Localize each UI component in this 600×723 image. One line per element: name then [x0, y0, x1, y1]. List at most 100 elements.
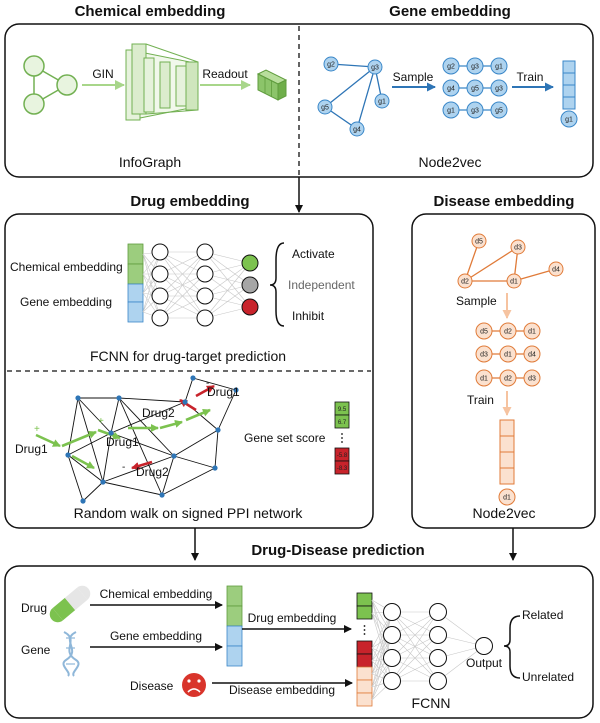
ppi-edge — [67, 454, 104, 483]
ppi-edge — [192, 377, 237, 391]
walk-step-arrow — [131, 460, 153, 470]
svg-text:g1: g1 — [447, 108, 455, 115]
ppi-edge — [82, 481, 104, 502]
svg-text:d1: d1 — [510, 279, 518, 286]
fcnn-neuron — [151, 265, 169, 283]
fcnn-neuron — [429, 672, 447, 690]
disease-embedding-title: Disease embedding — [434, 193, 575, 210]
fcnn-neuron — [383, 649, 401, 667]
gene-set-score-label: Gene set score — [244, 431, 326, 445]
drug-embedding-arrow-label: Drug embedding — [248, 611, 337, 625]
ppi-edge — [67, 432, 112, 456]
readout-label: Readout — [202, 67, 248, 81]
svg-text:6.7: 6.7 — [338, 420, 347, 426]
gene-vector: g1 — [560, 60, 578, 128]
signed-ppi-network: ++-- — [34, 375, 239, 504]
walk-step-arrow — [185, 408, 211, 422]
drug-input-label: Drug — [21, 601, 47, 615]
ppi-node — [182, 399, 188, 405]
svg-text:g4: g4 — [353, 127, 361, 134]
ppi-edge — [77, 397, 112, 434]
ppi-node — [116, 395, 122, 401]
ppi-edge — [173, 455, 216, 469]
disease-walks: d5 d2 d1 d3 d1 d4 d1 d2 d3 — [475, 322, 541, 387]
walk-step-arrow — [159, 419, 183, 430]
chemical-embedding-title: Chemical embedding — [75, 3, 226, 20]
disease-panel-frame — [411, 213, 596, 529]
result-brace — [503, 615, 521, 679]
walk-step-arrow — [61, 430, 97, 448]
svg-text:g3: g3 — [371, 65, 379, 72]
combined-input-vector — [356, 592, 373, 707]
gene-embedding-title: Gene embedding — [389, 3, 511, 20]
svg-text:g1: g1 — [495, 64, 503, 71]
svg-text:g2: g2 — [327, 62, 335, 69]
random-walk-caption: Random walk on signed PPI network — [74, 505, 304, 521]
fcnn-drug-target-caption: FCNN for drug-target prediction — [90, 348, 286, 364]
ppi-edge — [110, 432, 175, 457]
gin-network-icon — [125, 43, 199, 121]
ppi-edge — [67, 397, 79, 456]
fcnn-caption: FCNN — [412, 695, 451, 711]
svg-text:d4: d4 — [528, 352, 536, 359]
disease-graph-nodes: d5 d3 d2 d1 d4 — [457, 233, 564, 289]
infograph-caption: InfoGraph — [119, 154, 181, 170]
prediction-panel-frame — [4, 565, 594, 719]
disease-node2vec-caption: Node2vec — [472, 505, 535, 521]
ppi-edge — [217, 389, 237, 431]
disease-input-label: Disease — [130, 679, 174, 693]
fcnn-neuron — [196, 243, 214, 261]
walk-label-drug1-left: Drug1 — [15, 442, 48, 456]
ppi-node — [215, 427, 221, 433]
svg-text:g1: g1 — [378, 99, 386, 106]
svg-text:d1: d1 — [528, 329, 536, 336]
svg-text:d2: d2 — [461, 279, 469, 286]
svg-text:g5: g5 — [495, 108, 503, 115]
ppi-node — [75, 395, 81, 401]
sign-mark: + — [34, 424, 40, 435]
svg-text:g3: g3 — [495, 86, 503, 93]
output-label: Output — [466, 656, 503, 670]
ppi-edge — [173, 429, 219, 457]
related-label: Related — [522, 608, 563, 622]
output-brace — [269, 242, 285, 327]
svg-text:d5: d5 — [480, 329, 488, 336]
svg-text:-5.8: -5.8 — [337, 453, 348, 459]
svg-text:g2: g2 — [447, 64, 455, 71]
ppi-edge — [161, 455, 175, 496]
fcnn-input-chemical-label: Chemical embedding — [10, 260, 123, 274]
gene-set-score-column: 9.5 6.7 -5.8 -8.3 — [334, 401, 350, 475]
disease-train-label: Train — [467, 393, 494, 407]
drug-embedding-title: Drug embedding — [130, 193, 249, 210]
gene-node2vec-caption: Node2vec — [418, 154, 481, 170]
ppi-edge — [214, 429, 219, 469]
svg-text:g3: g3 — [471, 108, 479, 115]
disease-embedding-arrow-label: Disease embedding — [229, 683, 335, 697]
svg-text:d1: d1 — [503, 495, 511, 502]
svg-text:d3: d3 — [528, 376, 536, 383]
fcnn-neuron — [196, 309, 214, 327]
ppi-edge — [77, 397, 104, 483]
independent-label: Independent — [288, 278, 355, 292]
sad-face-icon — [182, 673, 206, 697]
svg-text:d1: d1 — [480, 376, 488, 383]
ppi-node — [190, 375, 196, 381]
gene-input-label: Gene — [21, 643, 51, 657]
fcnn-neuron — [475, 637, 493, 655]
chemical-embedding-arrow-label: Chemical embedding — [100, 587, 213, 601]
fcnn-neuron — [383, 603, 401, 621]
ppi-node — [80, 498, 86, 504]
fcnn-neuron — [383, 672, 401, 690]
ppi-node — [233, 387, 239, 393]
fcnn-neuron — [151, 309, 169, 327]
fcnn-neuron — [196, 265, 214, 283]
svg-text:d2: d2 — [504, 329, 512, 336]
ppi-node — [159, 492, 165, 498]
ppi-edge — [67, 454, 84, 502]
pill-icon — [49, 585, 91, 623]
svg-text:d3: d3 — [480, 352, 488, 359]
gene-walks: g2 g3 g1 g4 g5 g3 g1 g3 g5 — [442, 57, 508, 119]
svg-text:g1: g1 — [565, 117, 573, 124]
